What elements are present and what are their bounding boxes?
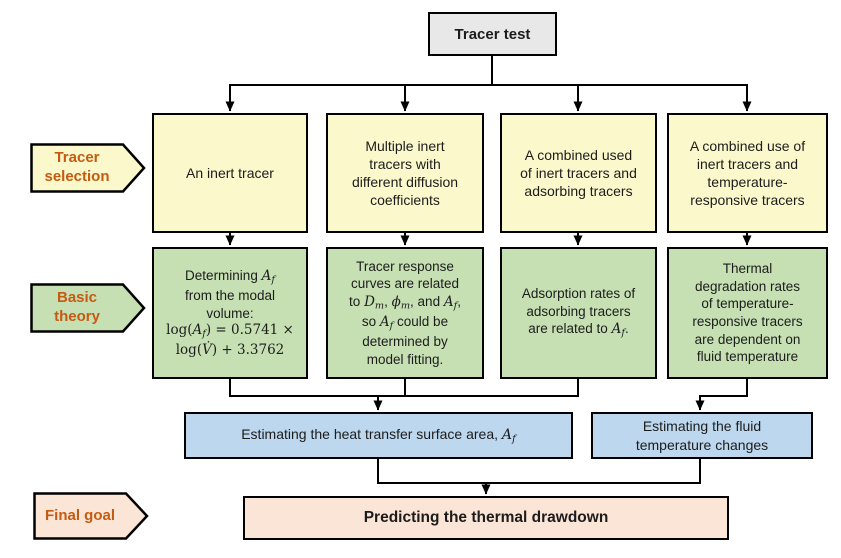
pentagon-arrow-icon: [33, 492, 149, 540]
box-text: Adsorption rates of adsorbing tracers ar…: [521, 286, 636, 340]
math-var: A: [501, 427, 513, 444]
box-text: Estimating the heat transfer surface are…: [241, 426, 516, 445]
green-box-model-fitting: Tracer response curves are related to Dm…: [326, 247, 484, 379]
math-var: A: [261, 267, 272, 284]
yellow-box-inert-and-temperature-responsive-tracers: A combined use of inert tracers and temp…: [667, 113, 828, 233]
math-var: V̇: [202, 341, 212, 358]
box-text: Multiple inert tracers with different di…: [351, 137, 459, 209]
yellow-to-green-arrows: [225, 233, 752, 246]
box-text: Estimating the fluid temperature changes: [635, 418, 769, 453]
final-box-predicting-thermal-drawdown: Predicting the thermal drawdown: [243, 496, 729, 540]
box-text: Tracer response curves are related to Dm…: [349, 258, 461, 367]
math-sub: m: [400, 300, 411, 312]
green-box-modal-volume: Determining Af from the modal volume: lo…: [152, 247, 308, 379]
blue-to-final-connectors: [377, 459, 701, 495]
math-sub: f: [389, 320, 394, 332]
basic-theory-text: Basic theory: [54, 289, 100, 325]
tracer-test-label: Tracer test: [454, 25, 531, 43]
box-text: A combined use of inert tracers and temp…: [689, 137, 806, 209]
tracer-test-box: Tracer test: [428, 12, 557, 56]
yellow-box-multiple-inert-tracers: Multiple inert tracers with different di…: [326, 113, 484, 233]
yellow-box-inert-tracer: An inert tracer: [152, 113, 308, 233]
math-sub: f: [512, 433, 516, 445]
box-text: Thermal degradation rates of temperature…: [692, 261, 803, 365]
math-var: A: [379, 314, 390, 330]
pentagon-arrow-icon: [30, 283, 146, 333]
math-sub: f: [202, 328, 206, 340]
green-box-thermal-degradation: Thermal degradation rates of temperature…: [667, 247, 828, 379]
box-text: A combined used of inert tracers and ads…: [520, 146, 637, 200]
yellow-box-inert-and-adsorbing-tracers: A combined used of inert tracers and ads…: [500, 113, 657, 233]
blue-box-heat-transfer-surface-area: Estimating the heat transfer surface are…: [184, 412, 573, 459]
math-var: ϕ: [391, 293, 401, 310]
equation-line: log(Af) = 0.5741 ×: [166, 322, 294, 340]
final-box-label: Predicting the thermal drawdown: [363, 509, 609, 526]
label-tracer-selection: Tracer selection: [30, 143, 146, 193]
tracer-selection-text: Tracer selection: [44, 149, 110, 185]
math-var: A: [611, 321, 622, 338]
math-sub: f: [271, 274, 275, 286]
math-sub: m: [374, 300, 385, 312]
final-goal-text: Final goal: [44, 506, 115, 524]
green-box-adsorption-rates: Adsorption rates of adsorbing tracers ar…: [500, 247, 657, 379]
blue-box-fluid-temperature-changes: Estimating the fluid temperature changes: [591, 412, 813, 459]
top-tree-connector: [225, 56, 752, 112]
math-sub: f: [621, 328, 625, 340]
pentagon-arrow-icon: [30, 143, 146, 193]
math-var: A: [443, 293, 454, 310]
math-var: D: [364, 293, 375, 310]
label-final-goal: Final goal: [33, 492, 149, 540]
math-var: A: [192, 322, 203, 339]
label-basic-theory: Basic theory: [30, 283, 146, 333]
box-text: An inert tracer: [186, 164, 274, 181]
box-text: Determining Af from the modal volume: lo…: [166, 267, 294, 358]
equation-line: log(V̇) + 3.3762: [175, 341, 285, 358]
green-to-blue-connectors: [229, 379, 748, 411]
math-sub: f: [453, 300, 458, 312]
